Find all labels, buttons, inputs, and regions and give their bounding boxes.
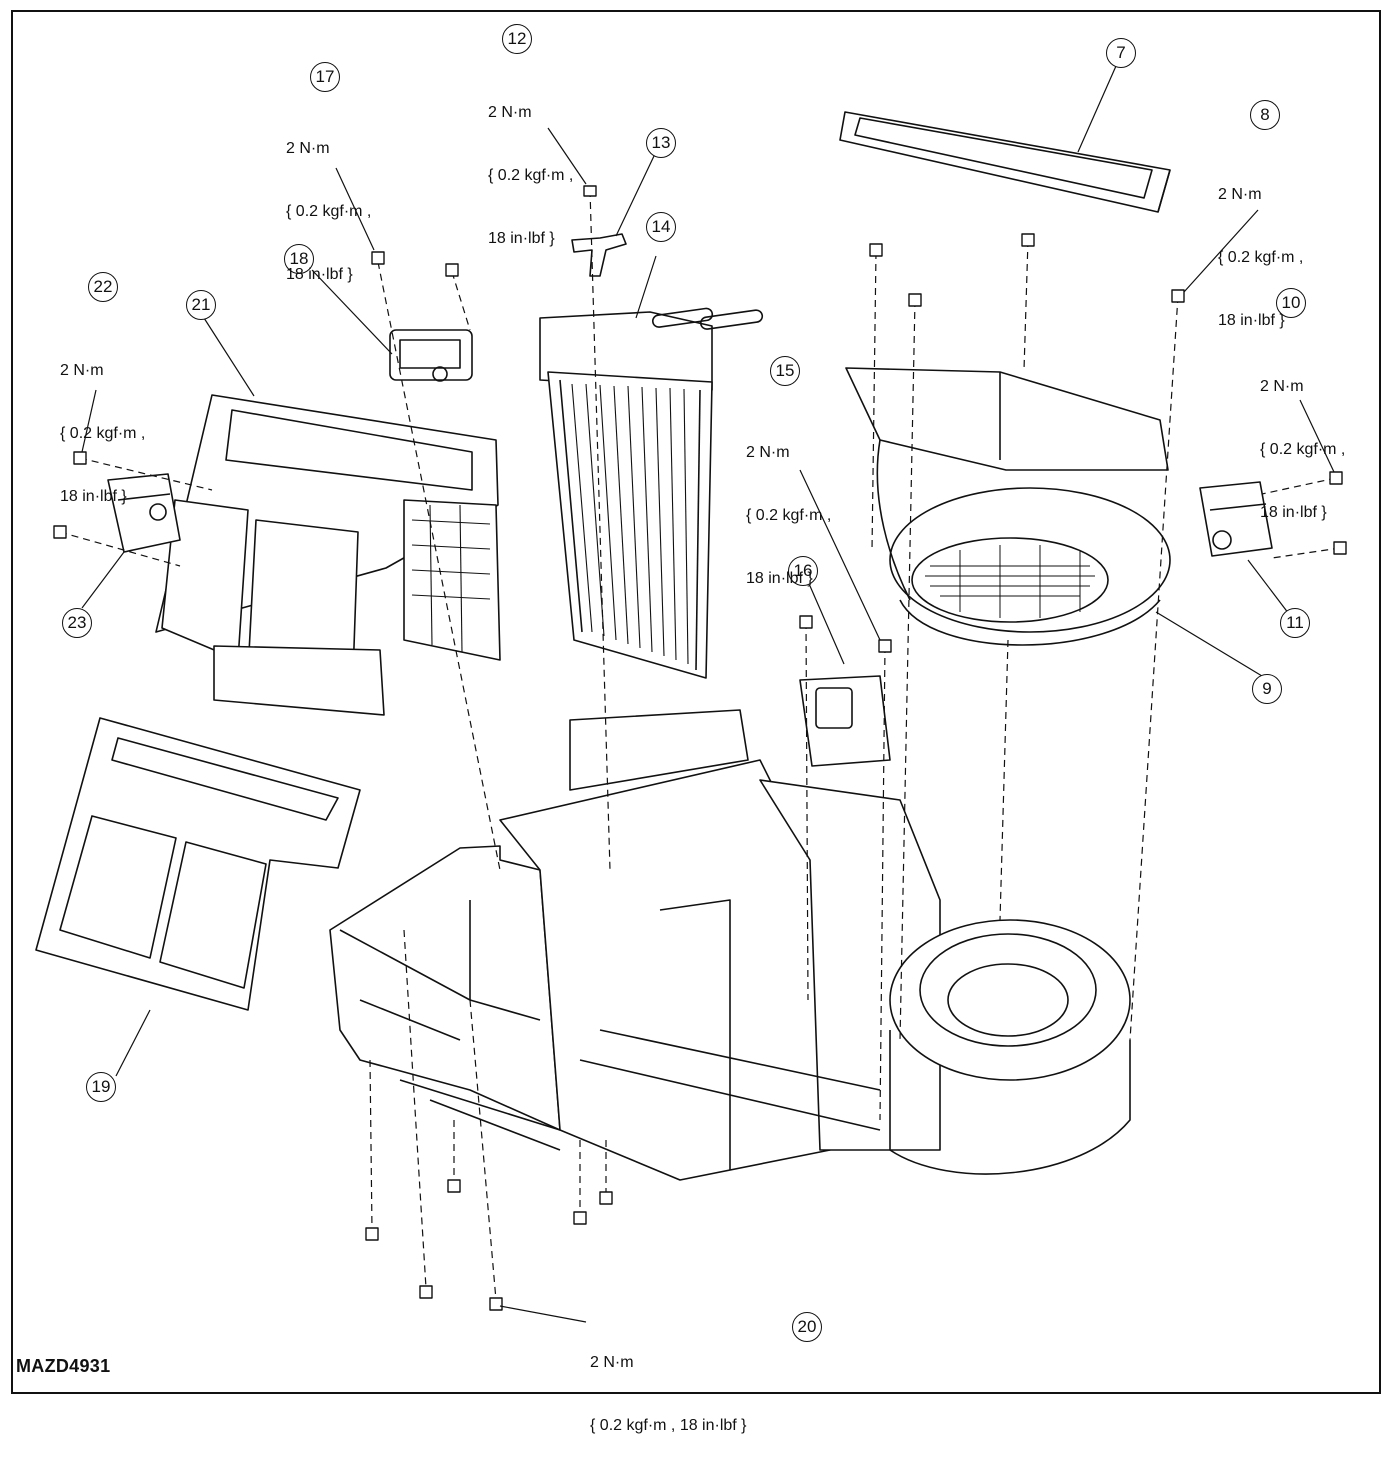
torque-spec-10: 2 N·m { 0.2 kgf·m , 18 in·lbf } (1260, 334, 1345, 544)
part-16-module (799, 675, 891, 767)
torque-spec-15: 2 N·m { 0.2 kgf·m , 18 in·lbf } (746, 400, 831, 610)
part-18-actuator (389, 329, 473, 382)
torque-spec-20: 2 N·m { 0.2 kgf·m , 18 in·lbf } (590, 1310, 747, 1457)
torque-kgfm: { 0.2 kgf·m , (746, 507, 832, 524)
callout-19: 19 (86, 1072, 116, 1102)
torque-spec-22: 2 N·m { 0.2 kgf·m , 18 in·lbf } (60, 318, 145, 528)
callout-11: 11 (1280, 608, 1310, 638)
part-21-duct-housing (155, 394, 501, 716)
callout-18: 18 (284, 244, 314, 274)
torque-kgfm: { 0.2 kgf·m , (1260, 441, 1346, 458)
torque-kgfm: { 0.2 kgf·m , (286, 203, 372, 220)
callout-16: 16 (788, 556, 818, 586)
fasteners (53, 185, 1347, 1311)
part-9-blower-upper (845, 367, 1171, 646)
callout-leaders (81, 65, 1335, 1323)
callout-13: 13 (646, 128, 676, 158)
part-14-heater-core (539, 307, 764, 679)
callout-22: 22 (88, 272, 118, 302)
torque-nm: 2 N·m (1260, 378, 1304, 395)
torque-kgfm-inlbf: { 0.2 kgf·m , 18 in·lbf } (590, 1417, 747, 1434)
torque-nm: 2 N·m (488, 104, 532, 121)
torque-inlbf: 18 in·lbf } (488, 230, 555, 247)
callout-12: 12 (502, 24, 532, 54)
torque-inlbf: 18 in·lbf } (60, 488, 127, 505)
torque-nm: 2 N·m (590, 1354, 634, 1371)
torque-spec-8: 2 N·m { 0.2 kgf·m , 18 in·lbf } (1218, 142, 1303, 352)
torque-inlbf: 18 in·lbf } (286, 266, 353, 283)
callout-21: 21 (186, 290, 216, 320)
torque-inlbf: 18 in·lbf } (1260, 504, 1327, 521)
torque-kgfm: { 0.2 kgf·m , (1218, 249, 1304, 266)
callout-20: 20 (792, 1312, 822, 1342)
callout-23: 23 (62, 608, 92, 638)
torque-nm: 2 N·m (60, 362, 104, 379)
torque-spec-12: 2 N·m { 0.2 kgf·m , 18 in·lbf } (488, 60, 573, 270)
torque-inlbf: 18 in·lbf } (746, 570, 813, 587)
callout-17: 17 (310, 62, 340, 92)
torque-nm: 2 N·m (746, 444, 790, 461)
part-13-bracket (571, 233, 627, 277)
callout-9: 9 (1252, 674, 1282, 704)
torque-spec-17: 2 N·m { 0.2 kgf·m , 18 in·lbf } (286, 96, 371, 306)
callout-8: 8 (1250, 100, 1280, 130)
torque-kgfm: { 0.2 kgf·m , (488, 167, 574, 184)
callout-10: 10 (1276, 288, 1306, 318)
main-hvac-housing (329, 709, 1131, 1181)
figure-id: MAZD4931 (16, 1356, 111, 1376)
exploded-view-illustration (35, 65, 1347, 1323)
part-11-actuator (1199, 481, 1273, 557)
callout-15: 15 (770, 356, 800, 386)
torque-nm: 2 N·m (286, 140, 330, 157)
part-7-filter (839, 111, 1171, 213)
part-19-cover (35, 717, 361, 1011)
part-23-actuator (107, 473, 181, 553)
callout-7: 7 (1106, 38, 1136, 68)
diagram-frame (11, 10, 1381, 1394)
torque-kgfm: { 0.2 kgf·m , (60, 425, 146, 442)
torque-inlbf: 18 in·lbf } (1218, 312, 1285, 329)
callout-14: 14 (646, 212, 676, 242)
torque-nm: 2 N·m (1218, 186, 1262, 203)
